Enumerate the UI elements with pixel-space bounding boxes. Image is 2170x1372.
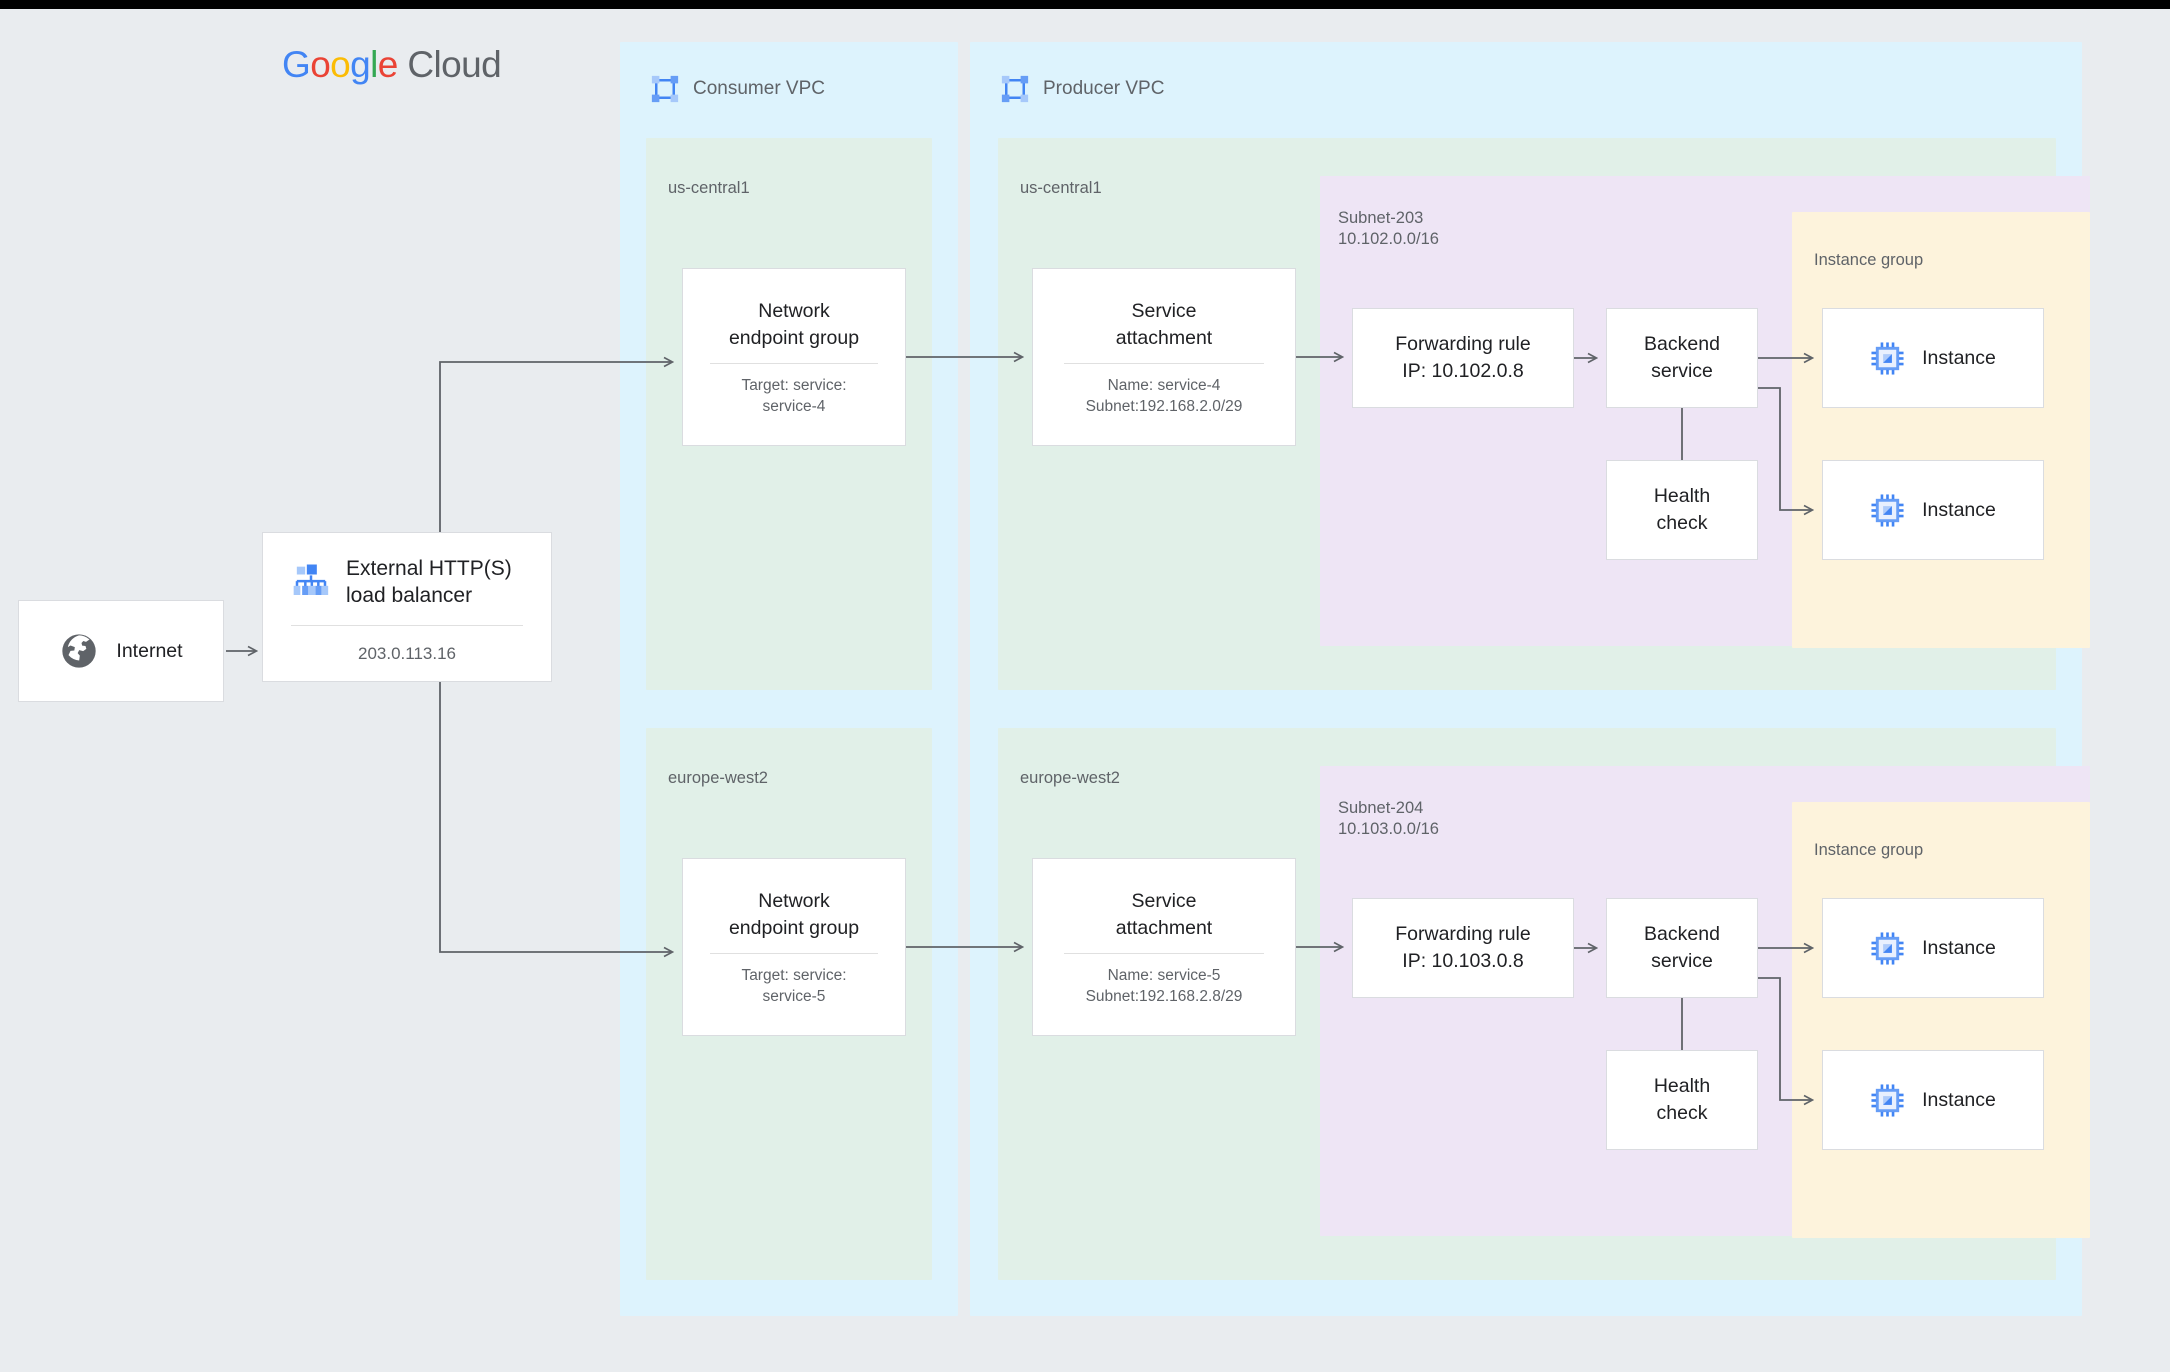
logo-letter-o1: o	[310, 44, 331, 85]
backend-service-europe-west2[interactable]: Backend service	[1606, 898, 1758, 998]
subnet-204-cidr: 10.103.0.0/16	[1338, 820, 1439, 838]
bs-line2: service	[1651, 360, 1713, 382]
instance-europe-west2-2[interactable]: Instance	[1822, 1050, 2044, 1150]
logo-letter-g1: G	[282, 44, 311, 85]
lb-title-line1: External HTTP(S)	[346, 557, 512, 580]
sa2-title-line2: attachment	[1115, 916, 1213, 939]
logo-letter-g2: g	[350, 44, 371, 85]
hc-line2: check	[1656, 512, 1708, 534]
sa-title-line1: Service	[1131, 299, 1197, 322]
instance-label: Instance	[1922, 498, 1996, 521]
logo-letter-e: e	[377, 44, 399, 85]
neg-title-line2: endpoint group	[728, 326, 860, 349]
lb-divider	[291, 625, 523, 626]
fr-line2: IP: 10.102.0.8	[1402, 360, 1524, 382]
consumer-region-europe-west2-label: europe-west2	[668, 769, 768, 787]
logo-letter-l: l	[370, 44, 378, 85]
fr-line1: Forwarding rule	[1395, 333, 1531, 355]
instance-label: Instance	[1922, 346, 1996, 369]
sa2-divider	[1064, 952, 1264, 954]
neg2-title-line1: Network	[758, 889, 830, 912]
hc-line1: Health	[1653, 485, 1711, 507]
lb-title-line2: load balancer	[346, 584, 473, 607]
health-check-us-central1[interactable]: Health check	[1606, 460, 1758, 560]
service-attachment-us-central1[interactable]: Service attachment Name: service-4 Subne…	[1032, 268, 1296, 446]
internet-node[interactable]: Internet	[18, 600, 224, 702]
consumer-region-us-central1-label: us-central1	[668, 179, 750, 197]
network-endpoint-group-us-central1[interactable]: Network endpoint group Target: service: …	[682, 268, 906, 446]
logo-word-cloud: Cloud	[397, 44, 502, 85]
google-cloud-logo: Google Cloud	[282, 42, 542, 88]
instance-europe-west2-1[interactable]: Instance	[1822, 898, 2044, 998]
producer-region-us-central1-label: us-central1	[1020, 179, 1102, 197]
neg2-title-line2: endpoint group	[728, 916, 860, 939]
internet-label: Internet	[116, 639, 183, 662]
lb-ip: 203.0.113.16	[358, 644, 456, 663]
consumer-vpc-label: Consumer VPC	[693, 78, 825, 99]
compute-instance-icon	[1870, 493, 1905, 528]
sa-sub-line2: Subnet:192.168.2.0/29	[1085, 397, 1243, 415]
fr2-line1: Forwarding rule	[1395, 923, 1531, 945]
hc2-line2: check	[1656, 1102, 1708, 1124]
forwarding-rule-europe-west2[interactable]: Forwarding rule IP: 10.103.0.8	[1352, 898, 1574, 998]
sa-title-line2: attachment	[1115, 326, 1213, 349]
neg2-sub-line1: Target: service:	[741, 966, 847, 984]
sa-sub-line1: Name: service-4	[1107, 376, 1221, 394]
producer-vpc-header: Producer VPC	[1000, 74, 1164, 104]
consumer-vpc-header: Consumer VPC	[650, 74, 825, 104]
hc2-line1: Health	[1653, 1075, 1711, 1097]
compute-instance-icon	[1870, 341, 1905, 376]
neg-divider	[709, 362, 879, 364]
instance-us-central1-2[interactable]: Instance	[1822, 460, 2044, 560]
instance-label: Instance	[1922, 936, 1996, 959]
producer-vpc-label: Producer VPC	[1043, 78, 1165, 99]
producer-region-europe-west2-label: europe-west2	[1020, 769, 1120, 787]
compute-instance-icon	[1870, 931, 1905, 966]
bs2-line2: service	[1651, 950, 1713, 972]
bs-line1: Backend	[1644, 333, 1720, 355]
instance-label: Instance	[1922, 1088, 1996, 1111]
bs2-line1: Backend	[1644, 923, 1720, 945]
forwarding-rule-us-central1[interactable]: Forwarding rule IP: 10.102.0.8	[1352, 308, 1574, 408]
neg-title-line1: Network	[758, 299, 830, 322]
globe-icon	[59, 631, 99, 671]
neg-sub-line2: service-4	[762, 397, 826, 415]
health-check-europe-west2[interactable]: Health check	[1606, 1050, 1758, 1150]
sa2-title-line1: Service	[1131, 889, 1197, 912]
neg-sub-line1: Target: service:	[741, 376, 847, 394]
instance-group-us-central1-label: Instance group	[1814, 251, 1924, 269]
neg2-divider	[709, 952, 879, 954]
fr2-line2: IP: 10.103.0.8	[1402, 950, 1524, 972]
instance-group-europe-west2-label: Instance group	[1814, 841, 1924, 859]
top-black-bar	[0, 0, 2170, 9]
logo-letter-o2: o	[330, 44, 351, 85]
instance-group-us-central1: Instance group	[1792, 212, 2090, 648]
subnet-203-cidr: 10.102.0.0/16	[1338, 230, 1439, 248]
instance-us-central1-1[interactable]: Instance	[1822, 308, 2044, 408]
vpc-network-icon	[650, 74, 680, 104]
network-endpoint-group-europe-west2[interactable]: Network endpoint group Target: service: …	[682, 858, 906, 1036]
neg2-sub-line2: service-5	[762, 987, 826, 1005]
backend-service-us-central1[interactable]: Backend service	[1606, 308, 1758, 408]
sa2-sub-line2: Subnet:192.168.2.8/29	[1085, 987, 1243, 1005]
instance-group-europe-west2: Instance group	[1792, 802, 2090, 1238]
compute-instance-icon	[1870, 1083, 1905, 1118]
sa2-sub-line1: Name: service-5	[1107, 966, 1221, 984]
subnet-204-name: Subnet-204	[1338, 799, 1424, 817]
subnet-203-name: Subnet-203	[1338, 209, 1424, 227]
load-balancer-icon	[291, 562, 331, 602]
vpc-network-icon	[1000, 74, 1030, 104]
sa-divider	[1064, 362, 1264, 364]
service-attachment-europe-west2[interactable]: Service attachment Name: service-5 Subne…	[1032, 858, 1296, 1036]
external-http-load-balancer[interactable]: External HTTP(S) load balancer 203.0.113…	[262, 532, 552, 682]
